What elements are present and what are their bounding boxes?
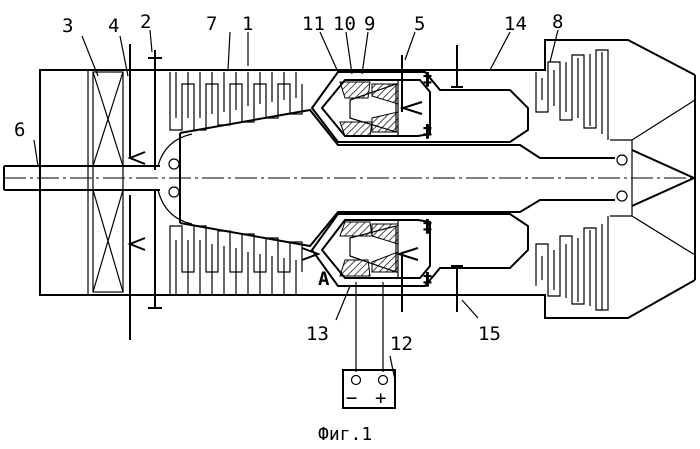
label-10: 10: [333, 13, 356, 35]
figure-caption: Фиг.1: [318, 424, 372, 445]
label-5: 5: [414, 13, 425, 35]
lower-duct: ‡ ‡: [302, 214, 528, 312]
label-8: 8: [552, 11, 563, 33]
valve-mark-lower-b: ‡: [423, 269, 432, 290]
fan-rotor: [93, 72, 123, 292]
label-11: 11: [302, 13, 325, 35]
label-3: 3: [62, 15, 73, 37]
battery-plus: +: [375, 387, 386, 409]
label-15: 15: [478, 323, 501, 345]
valve-mark-upper-b: ‡: [423, 121, 432, 142]
label-14: 14: [504, 13, 527, 35]
valve-mark-lower-a: ‡: [423, 216, 432, 237]
label-13: 13: [306, 323, 329, 345]
battery: − +: [343, 282, 395, 409]
front-bearing: [158, 134, 192, 224]
compressor-stages: [170, 72, 302, 294]
label-1: 1: [242, 13, 253, 35]
label-2: 2: [140, 11, 151, 33]
turbine-stages: [536, 50, 608, 310]
valve-mark-upper-a: ‡: [423, 69, 432, 90]
label-4: 4: [108, 15, 119, 37]
label-9: 9: [364, 13, 375, 35]
reference-labels: 3 4 2 7 1 11 10 9 5 14 8 6 13 15 12: [14, 11, 563, 355]
label-6: 6: [14, 119, 25, 141]
label-12: 12: [390, 333, 413, 355]
section-marker-a: A: [318, 268, 330, 290]
battery-minus: −: [346, 387, 357, 409]
label-7: 7: [206, 13, 217, 35]
